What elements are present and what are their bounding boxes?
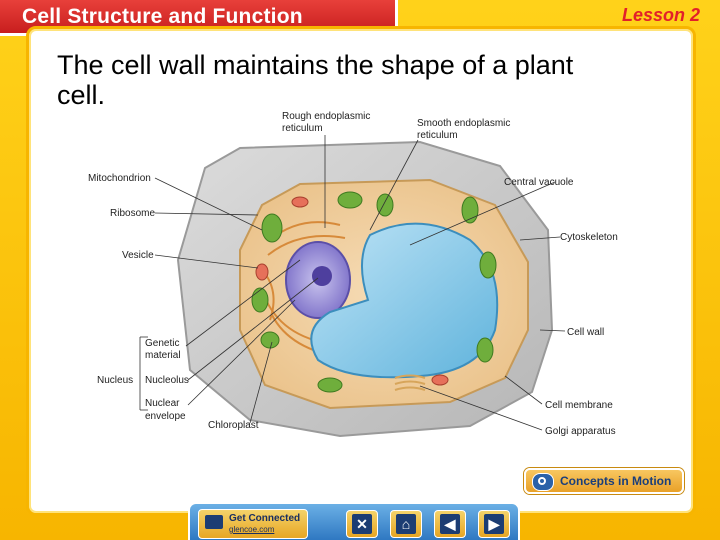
home-icon: ⌂ [396, 514, 416, 534]
next-icon: ▶ [484, 514, 504, 534]
slide-title: Cell Structure and Function [22, 5, 303, 28]
bottom-nav-bar: Get Connected glencoe.com ✕ ⌂ ◀ ▶ [188, 502, 520, 540]
nucleolus [312, 266, 332, 286]
label-chloroplast: Chloroplast [208, 420, 259, 431]
label-nucleus: Nucleus [97, 375, 133, 386]
get-connected-title: Get Connected [229, 513, 301, 524]
label-rough-er-1: Rough endoplasmic [282, 111, 370, 122]
label-smooth-er-2: reticulum [417, 130, 458, 141]
close-icon: ✕ [352, 514, 372, 534]
concepts-in-motion-label: Concepts in Motion [560, 474, 672, 488]
leader-lines [139, 135, 566, 431]
get-connected-link[interactable]: glencoe.com [229, 525, 275, 534]
label-genetic-material-1: Genetic [145, 338, 179, 349]
lesson-label: Lesson 2 [621, 5, 700, 25]
central-vacuole [310, 222, 499, 379]
chloroplasts [251, 191, 497, 393]
home-button[interactable]: ⌂ [390, 510, 422, 538]
label-smooth-er-1: Smooth endoplasmic [417, 118, 510, 129]
label-golgi-apparatus: Golgi apparatus [545, 426, 616, 437]
previous-icon: ◀ [440, 514, 460, 534]
label-rough-er-2: reticulum [282, 123, 323, 134]
concepts-in-motion-button[interactable]: Concepts in Motion [524, 468, 684, 494]
label-nuclear-envelope-1: Nuclear [145, 398, 180, 409]
next-button[interactable]: ▶ [478, 510, 510, 538]
mitochondria [255, 196, 449, 386]
label-nucleolus: Nucleolus [145, 375, 189, 386]
monitor-icon [205, 515, 223, 529]
get-connected-button[interactable]: Get Connected glencoe.com [198, 509, 308, 539]
label-ribosome: Ribosome [110, 208, 155, 219]
label-vesicle: Vesicle [122, 250, 154, 261]
label-mitochondrion: Mitochondrion [88, 173, 151, 184]
label-cell-wall: Cell wall [567, 327, 604, 338]
film-reel-icon [532, 473, 554, 491]
label-central-vacuole: Central vacuole [504, 177, 574, 188]
label-cytoskeleton: Cytoskeleton [560, 232, 618, 243]
previous-button[interactable]: ◀ [434, 510, 466, 538]
body-text: The cell wall maintains the shape of a p… [57, 50, 574, 110]
label-genetic-material-2: material [145, 350, 181, 361]
label-cell-membrane: Cell membrane [545, 400, 613, 411]
label-nuclear-envelope-2: envelope [145, 411, 186, 422]
golgi-apparatus [394, 374, 426, 391]
close-button[interactable]: ✕ [346, 510, 378, 538]
